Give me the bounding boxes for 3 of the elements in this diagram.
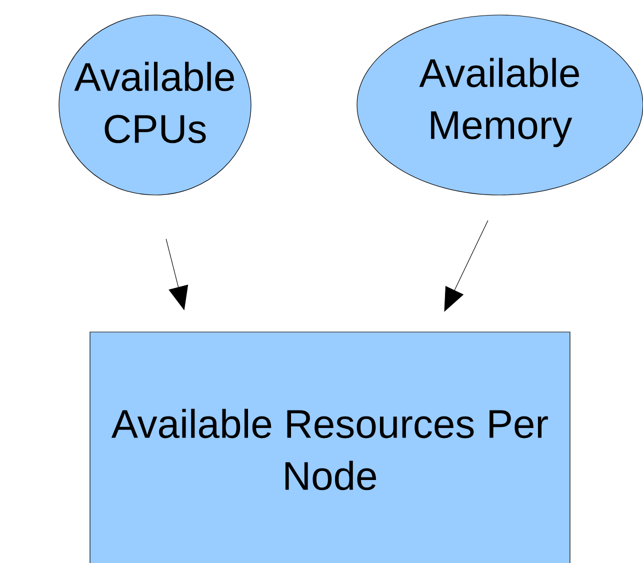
- ellipse-node: Available Memory: [356, 14, 643, 196]
- ellipse-node: Available CPUs: [58, 14, 252, 196]
- process-box: Available Resources Per Node: [90, 332, 570, 563]
